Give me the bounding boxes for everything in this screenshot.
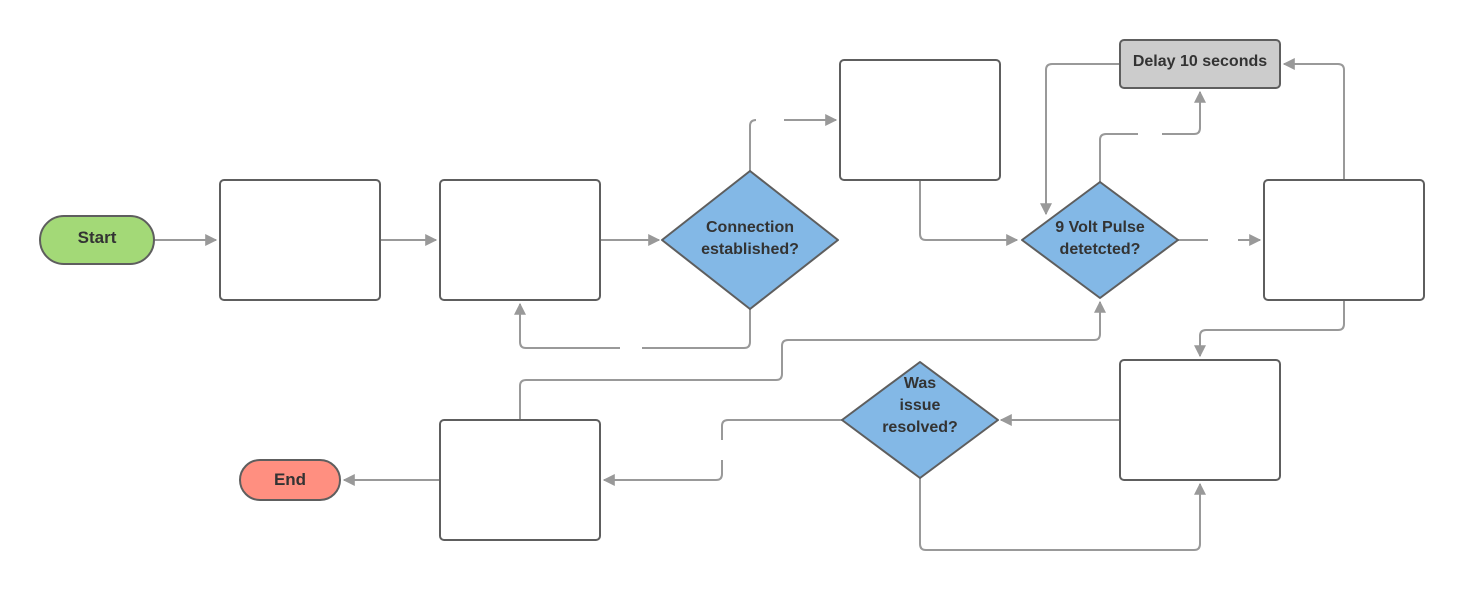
decision-pulse-line-1: 9 Volt Pulse (1055, 219, 1145, 236)
end-terminal: End (239, 459, 341, 501)
process-box-5 (1119, 359, 1281, 481)
process-box-2 (439, 179, 601, 301)
start-label: Start (78, 228, 117, 247)
connector-resolved-yes (721, 419, 842, 440)
decision-resolved-line-1: Was (904, 375, 936, 392)
connector-resolved-no-to-process5 (919, 478, 1206, 551)
connector-process4-to-process5 (1194, 300, 1345, 358)
connector-resolved-yes-to-process6 (602, 460, 723, 486)
start-terminal: Start (39, 215, 155, 265)
end-label: End (274, 470, 306, 489)
connector-process3-to-pulse-decision (919, 180, 1019, 246)
process-box-1 (219, 179, 381, 301)
connectors (155, 58, 1345, 551)
decision-resolved-line-2: issue (900, 397, 941, 414)
connector-process6-to-pulse-decision (519, 300, 1106, 420)
connector-connection-yes-to-process3 (749, 119, 757, 172)
decision-connection-line-2: established? (701, 241, 799, 258)
decision-connection-established: Connection established? (661, 170, 839, 310)
decision-issue-resolved: Was issue resolved? (841, 361, 999, 479)
decision-pulse-line-2: detetcted? (1060, 241, 1141, 258)
connector-delay-back-to-pulse (1040, 63, 1120, 216)
decision-connection-line-1: Connection (706, 219, 794, 236)
delay-box: Delay 10 seconds (1119, 39, 1281, 89)
connector-process4-to-delay (1282, 58, 1345, 180)
delay-label: Delay 10 seconds (1133, 53, 1267, 70)
process-box-3 (839, 59, 1001, 181)
connector-pulse-to-delay (1099, 133, 1138, 182)
process-box-6 (439, 419, 601, 541)
connector-connection-no-arrow (514, 302, 620, 349)
decision-pulse-detected: 9 Volt Pulse detetcted? (1021, 181, 1179, 299)
connector-pulse-to-delay-arrow (1162, 90, 1206, 135)
decision-resolved-line-3: resolved? (882, 419, 958, 436)
connector-connection-no-to-process2 (642, 308, 751, 349)
process-box-4 (1263, 179, 1425, 301)
